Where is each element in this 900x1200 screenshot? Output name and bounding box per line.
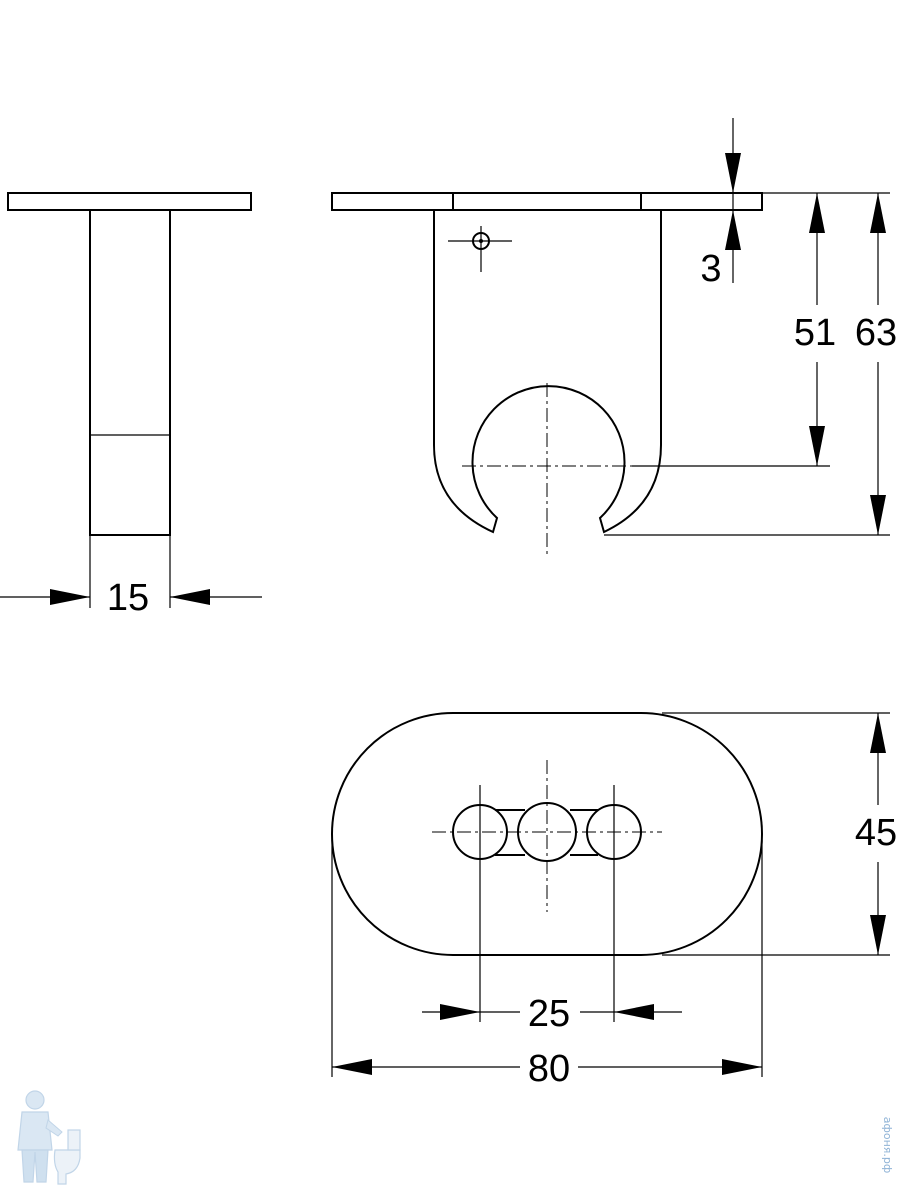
arrow-right-icon [50, 589, 90, 605]
dim-label-hole-spacing: 25 [528, 993, 570, 1035]
arrow-up-icon [809, 193, 825, 233]
watermark-text: афоня.рф [881, 1117, 894, 1174]
side-view: 15 [0, 192, 262, 619]
dim-label-height-center: 51 [794, 312, 836, 354]
dim-label-depth: 45 [855, 812, 897, 854]
side-view-plate [7, 192, 252, 211]
front-view-plate [331, 192, 763, 211]
arrow-left-icon [332, 1059, 372, 1075]
arrow-up-icon [870, 713, 886, 753]
arrow-left-icon [614, 1004, 654, 1020]
arrow-up-icon [870, 193, 886, 233]
top-view-plate-outline [331, 712, 763, 956]
arrow-right-icon [722, 1059, 762, 1075]
dim-label-thickness: 3 [700, 248, 721, 290]
plumber-mascot-icon [17, 1090, 81, 1185]
dim-label-width-total: 80 [528, 1048, 570, 1090]
arrow-up-icon [725, 210, 741, 250]
hole-connector [495, 809, 598, 856]
arrow-left-icon [170, 589, 210, 605]
dim-label-width-side: 15 [107, 577, 149, 619]
top-view: 45 25 80 [331, 712, 897, 1090]
arrow-right-icon [440, 1004, 480, 1020]
arrow-down-icon [809, 426, 825, 466]
front-view: 3 51 63 [331, 118, 897, 555]
holder-body-outline [433, 210, 662, 534]
side-view-body [89, 209, 171, 536]
arrow-down-icon [725, 153, 741, 193]
arrow-down-icon [870, 495, 886, 535]
dim-label-height-total: 63 [855, 312, 897, 354]
arrow-down-icon [870, 915, 886, 955]
